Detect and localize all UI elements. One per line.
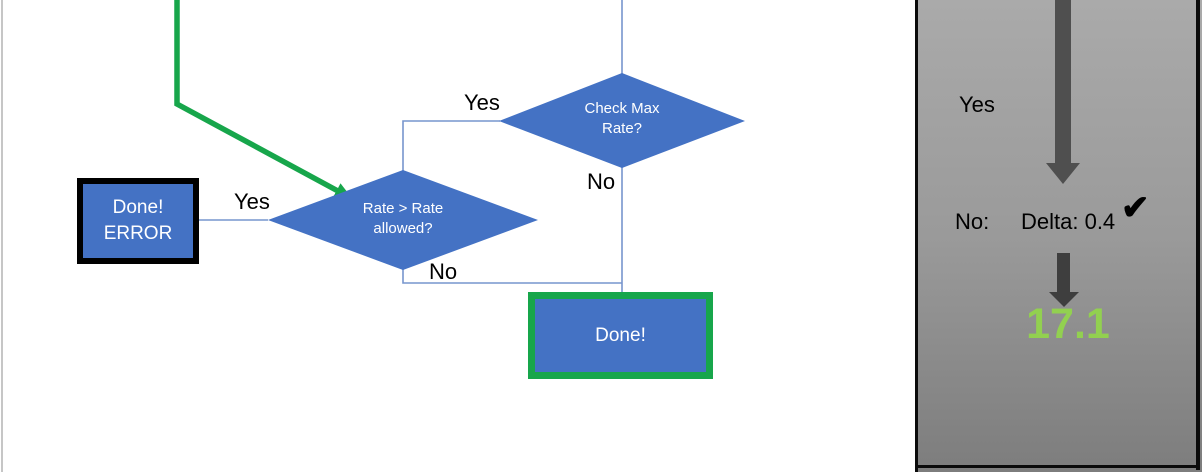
down-arrow-small-shaft	[1057, 253, 1070, 292]
slide-left-edge-line	[1, 0, 3, 472]
done-error-node-label: Done! ERROR	[103, 197, 173, 244]
panel-yes-label: Yes	[959, 92, 995, 117]
down-arrow-large-shaft	[1055, 0, 1071, 163]
done-node: Done!	[528, 292, 713, 379]
decision-rate-allowed-label: Rate > Rate allowed?	[362, 200, 444, 238]
side-panel: Yes No: Delta: 0.4 ✔ 17.1	[915, 0, 1202, 472]
connector-rate-allowed-no	[402, 269, 622, 284]
down-arrow-small-head-icon	[1049, 292, 1079, 307]
branch-label-no-rate-allowed: No	[429, 259, 458, 284]
green-flow-arrow	[174, 0, 353, 200]
result-value: 17.1	[1026, 300, 1110, 348]
decision-rate-allowed	[268, 170, 538, 270]
side-panel-bottom-border	[918, 465, 1200, 468]
decision-check-max-rate	[499, 73, 745, 168]
branch-label-yes-rate-allowed: Yes	[234, 189, 270, 214]
done-node-label: Done!	[595, 324, 646, 346]
connector-check-max-yes	[402, 120, 500, 171]
branch-label-yes-check-max: Yes	[464, 90, 500, 115]
down-arrow-large-head-icon	[1046, 163, 1080, 184]
done-error-node: Done! ERROR	[77, 178, 199, 264]
panel-delta-value: Delta: 0.4	[1021, 209, 1116, 234]
side-panel-right-border	[1196, 0, 1200, 470]
checkmark-icon: ✔	[1121, 189, 1150, 227]
branch-label-no-check-max: No	[587, 169, 616, 194]
decision-check-max-rate-label: Check Max Rate?	[584, 100, 660, 138]
panel-no-label: No:	[955, 209, 990, 234]
